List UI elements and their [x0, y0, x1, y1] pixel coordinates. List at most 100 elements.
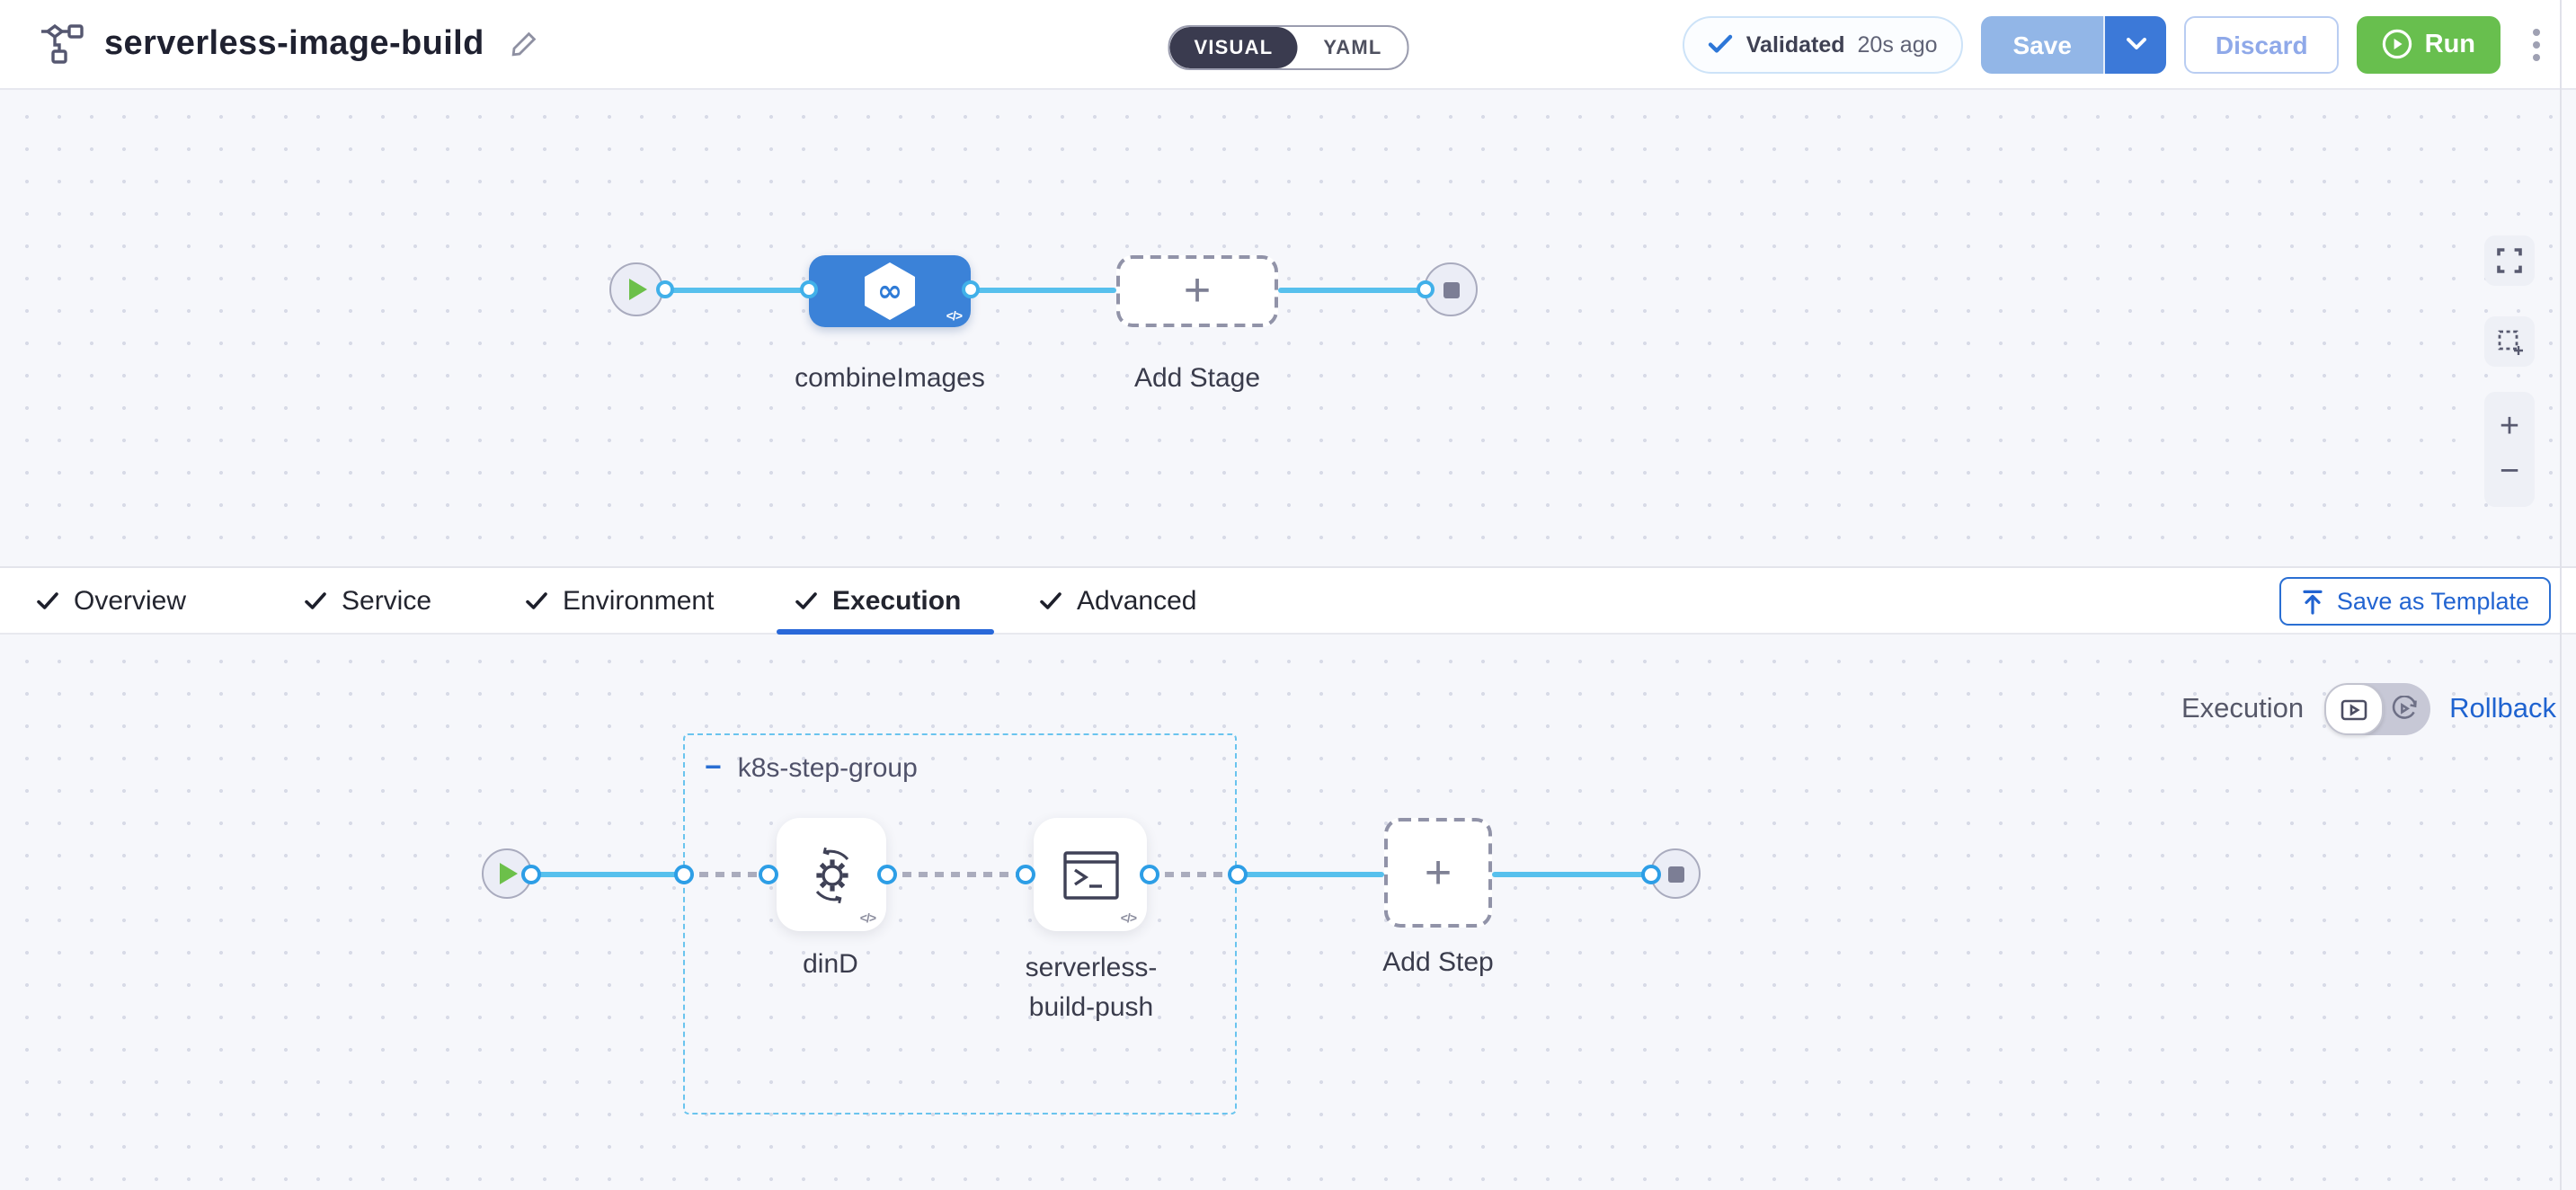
start-play-icon [500, 863, 518, 884]
selection-icon [2497, 329, 2522, 354]
tab-label: Execution [832, 585, 962, 616]
check-icon [1040, 591, 1061, 608]
stage-node-combineimages[interactable]: ∞ </> [809, 255, 971, 327]
stop-icon [1443, 281, 1459, 298]
port [673, 864, 693, 884]
save-button[interactable]: Save [1980, 15, 2106, 73]
stage-canvas[interactable]: ∞ </> + combineImages Add Stage + − [0, 90, 2576, 566]
execution-segment[interactable] [2323, 683, 2384, 735]
port [656, 280, 674, 298]
tab-overview[interactable]: Overview [36, 568, 186, 633]
zoom-out-button[interactable]: − [2499, 453, 2520, 491]
run-button[interactable]: Run [2356, 15, 2500, 73]
rollback-link[interactable]: Rollback [2449, 693, 2556, 724]
rollback-segment[interactable] [2377, 683, 2429, 735]
tab-execution[interactable]: Execution [795, 568, 961, 633]
check-icon [795, 591, 817, 608]
connector-line [1237, 871, 1384, 876]
plus-icon: + [1424, 844, 1452, 898]
port [876, 864, 896, 884]
svg-text:∞: ∞ [877, 273, 902, 309]
validated-label: Validated [1745, 31, 1845, 57]
stop-icon [1667, 866, 1683, 882]
connector-line [1278, 287, 1426, 292]
port [1015, 864, 1035, 884]
step-group-label: k8s-step-group [737, 753, 918, 784]
tab-environment[interactable]: Environment [525, 568, 714, 633]
save-as-template-button[interactable]: Save as Template [2278, 577, 2551, 626]
stage-label: combineImages [795, 363, 985, 394]
more-options-button[interactable] [2522, 21, 2551, 67]
tab-service[interactable]: Service [304, 568, 431, 633]
save-as-template-label: Save as Template [2336, 588, 2529, 615]
add-stage-label: Add Stage [1133, 363, 1261, 394]
check-icon [526, 591, 547, 608]
code-icon: </> [859, 913, 876, 926]
header: serverless-image-build VISUAL YAML Valid… [0, 0, 2576, 90]
fit-to-screen-button[interactable] [2484, 235, 2535, 286]
tab-label: Service [342, 585, 432, 616]
toggle-visual[interactable]: VISUAL [1168, 27, 1299, 68]
execution-canvas[interactable]: Execution Rollback − k8s-step-group [0, 635, 2576, 1190]
port [1139, 864, 1159, 884]
step-label-dind: dinD [803, 949, 858, 980]
zoom-controls: + − [2484, 392, 2535, 507]
connector-line [1492, 871, 1650, 876]
add-step-label: Add Step [1382, 947, 1494, 978]
fullscreen-icon [2497, 248, 2522, 273]
step-node-dind[interactable]: </> [777, 818, 886, 931]
port [800, 280, 818, 298]
tab-label: Environment [563, 585, 715, 616]
toggle-yaml[interactable]: YAML [1323, 37, 1382, 58]
code-icon: </> [1120, 913, 1137, 926]
ci-hexagon-icon: ∞ [865, 262, 915, 320]
port [1417, 280, 1435, 298]
plus-icon: + [1183, 262, 1212, 316]
step-group-k8s[interactable]: − k8s-step-group [683, 733, 1237, 1115]
chevron-down-icon [2126, 38, 2146, 49]
check-icon [37, 591, 58, 608]
header-actions: Validated 20s ago Save Discard Run [1683, 15, 2551, 73]
rollback-icon [2391, 696, 2416, 719]
add-stage-button[interactable]: + [1116, 255, 1278, 327]
connector-dashed-line [886, 871, 1025, 876]
multi-select-button[interactable] [2484, 316, 2535, 367]
port [758, 864, 777, 884]
connector-dashed-line [1149, 871, 1228, 876]
execution-rollback-toggle[interactable] [2323, 683, 2430, 735]
run-label: Run [2424, 30, 2475, 58]
port [1227, 864, 1247, 884]
run-play-icon [2382, 29, 2412, 59]
pipeline-start-node [609, 262, 663, 316]
step-group-header: − k8s-step-group [705, 753, 918, 784]
validated-badge[interactable]: Validated 20s ago [1683, 15, 1963, 73]
connector-line [530, 871, 683, 876]
start-play-icon [629, 279, 647, 300]
page-title: serverless-image-build [104, 24, 484, 62]
connector-dashed-line [683, 871, 768, 876]
save-split-button: Save [1980, 15, 2167, 73]
stage-tabbar: Overview Service Environment Execution A… [0, 566, 2576, 635]
tab-advanced[interactable]: Advanced [1039, 568, 1196, 633]
tab-label: Overview [74, 585, 187, 616]
step-node-serverless-build-push[interactable]: </> [1034, 818, 1147, 931]
execution-rollback-switch: Execution Rollback [2181, 683, 2556, 735]
background-step-gear-icon [814, 846, 848, 903]
scroll-track[interactable] [2560, 0, 2562, 1190]
save-menu-button[interactable] [2105, 15, 2167, 73]
run-step-terminal-icon [1062, 850, 1118, 899]
edit-title-icon[interactable] [511, 31, 538, 58]
collapse-group-icon[interactable]: − [705, 752, 722, 783]
tab-label: Advanced [1077, 585, 1197, 616]
add-step-button[interactable]: + [1384, 818, 1492, 928]
active-tab-indicator [777, 629, 994, 635]
port [1641, 864, 1661, 884]
title-group: serverless-image-build [40, 23, 538, 65]
zoom-in-button[interactable]: + [2499, 408, 2520, 446]
port [962, 280, 980, 298]
discard-button[interactable]: Discard [2184, 15, 2339, 73]
check-icon [1709, 34, 1733, 53]
upload-icon [2303, 589, 2323, 614]
port [521, 864, 541, 884]
